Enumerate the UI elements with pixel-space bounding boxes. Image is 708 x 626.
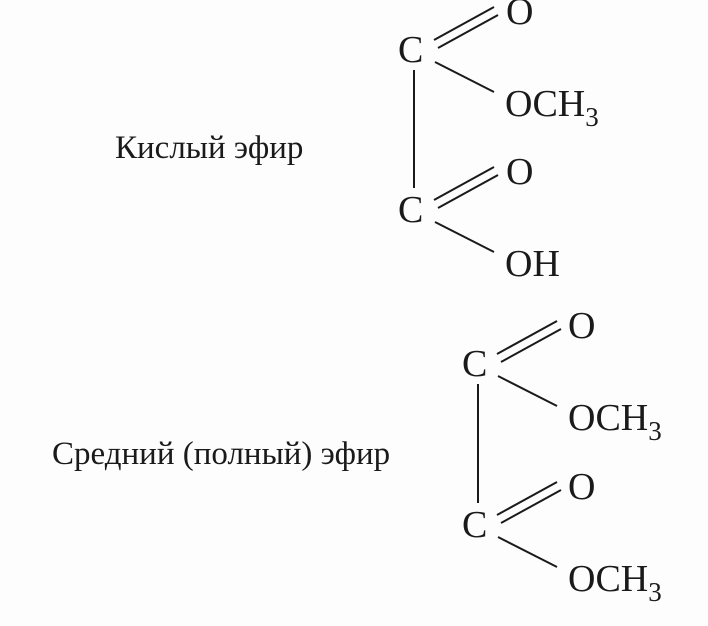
acid-top-single-bond-o (434, 61, 495, 93)
acid-bottom-double-bond-1 (433, 166, 495, 201)
full-top-double-bond-1 (496, 320, 558, 355)
caption-full-ester: Средний (полный) эфир (52, 436, 391, 472)
full-bottom-carbonyl-oxygen-label: O (568, 466, 595, 508)
acid-bottom-single-bond-oh (434, 221, 495, 253)
acid-bottom-double-bond-2 (437, 174, 499, 209)
full-bottom-carbon-label: C (462, 504, 487, 546)
full-top-carbonyl-oxygen-label: O (568, 305, 595, 347)
acid-bottom-carbonyl-oxygen-label: O (506, 151, 533, 193)
full-top-double-bond-2 (500, 328, 562, 363)
acid-top-double-bond-1 (433, 6, 495, 41)
acid-top-double-bond-2 (437, 14, 499, 49)
acid-top-ester-group-label: OCH3 (505, 83, 599, 132)
full-top-carbon-label: C (462, 343, 487, 385)
acid-bottom-carbon-label: C (398, 189, 423, 231)
full-ester-structure: C O OCH3 C O OCH3 (462, 305, 662, 607)
full-bottom-double-bond-1 (496, 481, 558, 516)
full-top-ester-group-label: OCH3 (568, 397, 662, 446)
caption-acid-ester: Кислый эфир (115, 130, 304, 166)
acid-ester-structure: C O OCH3 C O OH (398, 0, 599, 285)
full-bottom-double-bond-2 (500, 489, 562, 524)
acid-top-carbonyl-oxygen-label: O (506, 0, 533, 33)
full-bottom-single-bond-o (497, 536, 558, 568)
full-top-single-bond-o (497, 375, 558, 407)
acid-hydroxyl-label: OH (505, 243, 560, 285)
acid-top-carbon-label: C (398, 29, 423, 71)
full-bottom-ester-group-label: OCH3 (568, 558, 662, 607)
